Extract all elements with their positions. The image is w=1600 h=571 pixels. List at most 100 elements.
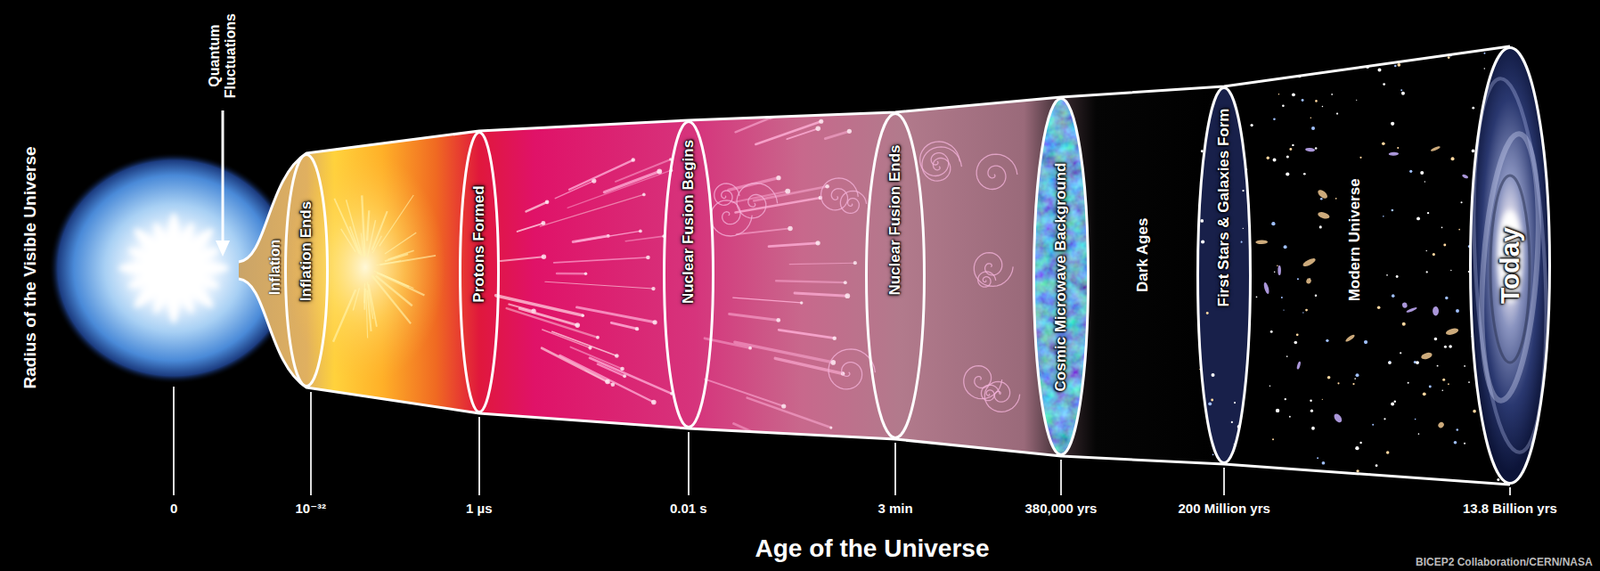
ellipse-border bbox=[1034, 98, 1089, 456]
cone-top-edge bbox=[238, 46, 1511, 262]
particle-dot bbox=[595, 335, 600, 340]
star bbox=[1301, 98, 1305, 102]
particle-dot bbox=[541, 253, 547, 259]
particle-streak bbox=[775, 280, 846, 283]
particle-dot bbox=[840, 44, 845, 49]
particle-dot bbox=[604, 379, 611, 385]
star bbox=[1222, 480, 1224, 482]
first-stars-fill bbox=[1197, 87, 1251, 464]
distant-galaxy bbox=[1344, 334, 1356, 343]
star bbox=[1240, 241, 1243, 244]
star bbox=[1212, 453, 1215, 456]
distant-galaxy bbox=[1405, 306, 1418, 314]
particle-dot bbox=[865, 76, 872, 82]
star bbox=[1450, 269, 1452, 271]
distant-galaxy bbox=[1263, 281, 1271, 294]
star bbox=[1269, 384, 1272, 387]
star bbox=[1463, 442, 1466, 445]
particle-curl bbox=[963, 366, 1003, 400]
light-ray bbox=[379, 273, 409, 286]
star bbox=[1418, 432, 1421, 435]
particle-dot bbox=[800, 470, 805, 475]
era-label: Nuclear Fusion Ends bbox=[886, 145, 905, 296]
era-ellipse: Today bbox=[1469, 46, 1552, 485]
particle-streak bbox=[747, 398, 832, 428]
star bbox=[1381, 141, 1386, 146]
star bbox=[1286, 355, 1289, 358]
star bbox=[1273, 271, 1276, 274]
star bbox=[1451, 156, 1455, 161]
particle-dot bbox=[844, 293, 850, 299]
light-ray bbox=[367, 210, 369, 241]
light-ray bbox=[371, 275, 411, 324]
star bbox=[1394, 400, 1397, 403]
star bbox=[1359, 156, 1362, 159]
particle-streak bbox=[768, 243, 818, 247]
star bbox=[1290, 43, 1295, 48]
particle-dot bbox=[829, 425, 833, 429]
arrow-shaft bbox=[221, 110, 225, 243]
star bbox=[1461, 201, 1463, 204]
time-label: 13.8 Billion yrs bbox=[1462, 501, 1558, 517]
cmb-map bbox=[1028, 93, 1094, 461]
particle-dot bbox=[856, 65, 860, 69]
particle-streak bbox=[729, 314, 779, 321]
star bbox=[1386, 450, 1389, 454]
particle-dot bbox=[853, 261, 858, 265]
distant-galaxy bbox=[1436, 421, 1445, 430]
particle-streak bbox=[555, 180, 595, 199]
star bbox=[1399, 351, 1402, 354]
era-label: Protons Formed bbox=[470, 185, 489, 303]
ellipse-border bbox=[460, 132, 499, 413]
particle-streak bbox=[496, 295, 584, 316]
star bbox=[1322, 399, 1323, 400]
particle-streak bbox=[545, 281, 654, 289]
star bbox=[1272, 438, 1274, 441]
light-ray bbox=[346, 199, 363, 256]
star bbox=[1273, 157, 1277, 162]
star bbox=[1240, 240, 1242, 242]
particle-dot bbox=[778, 73, 784, 79]
star bbox=[1461, 484, 1463, 487]
era-ellipse: Protons Formed bbox=[458, 130, 500, 414]
particle-dot bbox=[860, 60, 865, 65]
particle-dot bbox=[815, 126, 821, 132]
particle-streak bbox=[604, 171, 660, 192]
star bbox=[1354, 377, 1356, 380]
particle-streak bbox=[576, 307, 655, 323]
light-ray bbox=[376, 272, 425, 295]
particle-streak bbox=[783, 90, 825, 109]
era-label: Cosmic Microwave Background bbox=[1052, 162, 1070, 392]
particle-streak bbox=[824, 130, 849, 139]
time-label: 200 Million yrs bbox=[1178, 501, 1271, 517]
star bbox=[1441, 389, 1444, 392]
star bbox=[1363, 340, 1368, 344]
star bbox=[1420, 171, 1424, 175]
particle-dot bbox=[620, 367, 625, 372]
time-label: 3 min bbox=[878, 501, 914, 517]
particle-streak bbox=[764, 463, 805, 484]
ellipse-border bbox=[1470, 48, 1551, 484]
star bbox=[1390, 402, 1395, 407]
distant-galaxy bbox=[1296, 360, 1302, 370]
light-ray bbox=[341, 228, 356, 253]
star bbox=[1427, 212, 1429, 214]
ellipse-border bbox=[285, 155, 328, 387]
star bbox=[1318, 58, 1321, 61]
star bbox=[1471, 106, 1475, 110]
particle-streak bbox=[790, 62, 864, 95]
star bbox=[1320, 197, 1323, 201]
particle-streak bbox=[802, 46, 843, 67]
particle-streak bbox=[755, 121, 821, 145]
star bbox=[1352, 383, 1355, 385]
star bbox=[1232, 467, 1236, 471]
star bbox=[1496, 478, 1500, 482]
particle-curl bbox=[736, 183, 778, 219]
star bbox=[1447, 56, 1451, 59]
particle-streak bbox=[556, 272, 586, 276]
particle-streak bbox=[526, 202, 548, 213]
particle-dot bbox=[651, 286, 655, 291]
light-ray bbox=[387, 250, 414, 260]
distant-galaxy bbox=[1255, 239, 1268, 245]
star bbox=[1394, 65, 1397, 68]
